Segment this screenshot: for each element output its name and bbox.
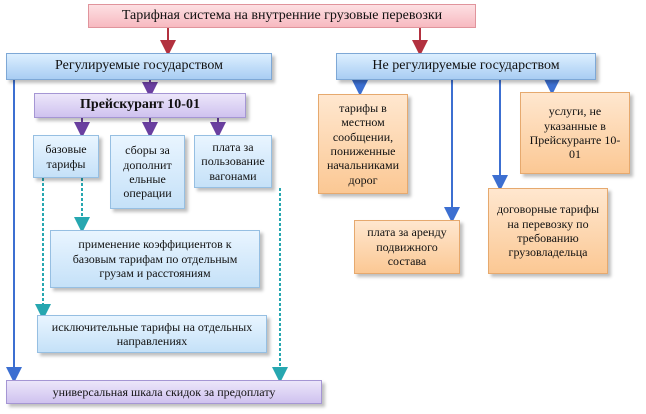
- pricelist-text: Прейскурант 10-01: [80, 97, 200, 113]
- contract-tariffs-box: договорные тарифы на перевозку по требов…: [488, 188, 608, 274]
- local-tariffs-box: тарифы в местном сообщении, пониженные н…: [318, 94, 408, 194]
- services-box: услуги, не указанные в Прейскуранте 10-0…: [520, 92, 630, 174]
- extra-fees-text: сборы за дополнит ельные операции: [123, 143, 172, 201]
- exclusive-tariffs-box: исключительные тарифы на отдельных напра…: [37, 315, 267, 353]
- exclusive-tariffs-text: исключительные тарифы на отдельных напра…: [51, 319, 253, 348]
- prepayment-discount-box: универсальная шкала скидок за предоплату: [6, 380, 322, 404]
- rolling-stock-text: плата за аренду подвижного состава: [367, 225, 447, 269]
- base-tariffs-box: базовые тарифы: [33, 135, 99, 178]
- rolling-stock-box: плата за аренду подвижного состава: [354, 220, 460, 274]
- unregulated-header-text: Не регулируемые государством: [372, 58, 560, 74]
- regulated-header: Регулируемые государством: [6, 53, 272, 80]
- local-tariffs-text: тарифы в местном сообщении, пониженные н…: [326, 100, 400, 187]
- coefficients-box: применение коэффициентов к базовым тариф…: [50, 230, 260, 288]
- prepayment-discount-text: универсальная шкала скидок за предоплату: [52, 384, 276, 399]
- wagon-fee-text: плата за пользование вагонами: [201, 139, 265, 183]
- extra-fees-box: сборы за дополнит ельные операции: [110, 135, 185, 209]
- contract-tariffs-text: договорные тарифы на перевозку по требов…: [496, 202, 600, 260]
- regulated-header-text: Регулируемые государством: [55, 58, 223, 74]
- coefficients-text: применение коэффициентов к базовым тариф…: [72, 237, 238, 281]
- diagram-title-text: Тарифная система на внутренние грузовые …: [121, 7, 443, 23]
- unregulated-header: Не регулируемые государством: [336, 53, 596, 80]
- services-text: услуги, не указанные в Прейскуранте 10-0…: [529, 104, 621, 162]
- base-tariffs-text: базовые тарифы: [45, 142, 87, 171]
- wagon-fee-box: плата за пользование вагонами: [194, 135, 272, 188]
- pricelist-box: Прейскурант 10-01: [34, 93, 246, 118]
- diagram-title: Тарифная система на внутренние грузовые …: [88, 4, 476, 28]
